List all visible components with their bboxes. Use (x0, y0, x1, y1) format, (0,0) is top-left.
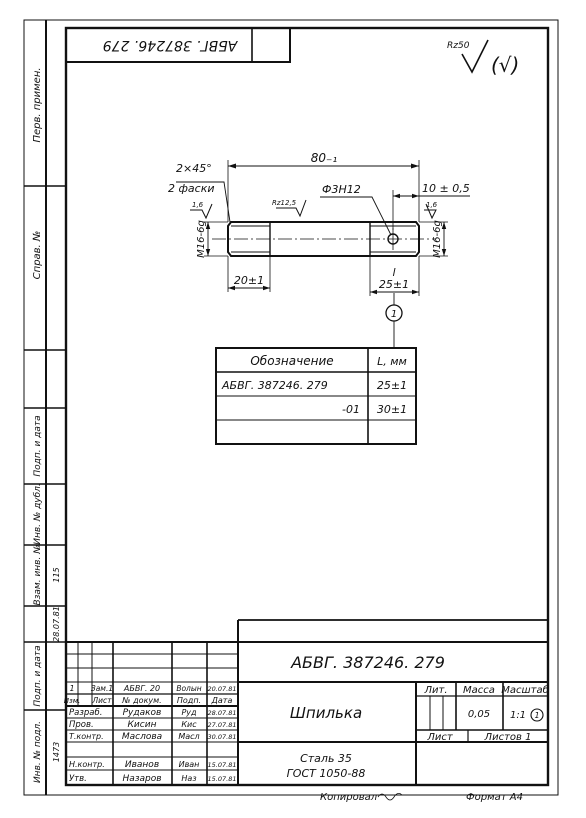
footer: Копировал Формат А4 (320, 792, 523, 803)
change-cell: АБВГ. 20 (123, 684, 160, 693)
role-name: Иванов (125, 760, 159, 770)
role-sign: Наз (181, 774, 196, 783)
copied-label: Копировал (320, 792, 378, 803)
dim-hole-offset: 10 ± 0,5 (422, 182, 470, 195)
role-sign: Руд (181, 708, 197, 717)
rotated-designation-box: АБВГ. 387246. 279 (66, 28, 291, 63)
role-label: Пров. (69, 720, 94, 730)
change-cell: 20.07.81 (208, 685, 237, 693)
table-header-designation: Обозначение (250, 354, 333, 368)
dim-thread-left: М16-6g (196, 220, 207, 258)
label-sign-date-top: Подп. и дата (33, 415, 43, 476)
dim-left-length: 20±1 (234, 274, 264, 287)
label-replace-inv: Взам. инв. № (33, 544, 43, 605)
role-sign: Кис (181, 720, 197, 729)
label-sign-date-bottom: Подп. и дата (33, 645, 43, 706)
role-rows: Разраб. Рудаков Руд 28.07.81 Пров. Кисин… (69, 708, 236, 784)
title-designation: АБВГ. 387246. 279 (290, 653, 445, 672)
role-name: Рудаков (123, 708, 162, 718)
value-mass: 0,05 (468, 709, 490, 720)
table-cell: 30±1 (377, 403, 407, 416)
role-date: 30.07.81 (208, 733, 237, 741)
title-material-1: Сталь 35 (300, 752, 352, 765)
format-label: Формат А4 (466, 792, 523, 803)
head-label: Лист (91, 696, 112, 705)
role-label: Н.контр. (69, 760, 105, 769)
role-sign: Масл (178, 732, 199, 741)
rough-right: 1,6 (426, 201, 438, 209)
dim-chamfer: 2×45° (176, 162, 212, 175)
table-cell: 25±1 (377, 379, 407, 392)
role-name: Маслова (122, 732, 162, 742)
label-sheets: Листов 1 (484, 732, 532, 743)
sheet-frame (23, 19, 559, 796)
side-strip: Перв. примен. Справ. № Подп. и дата Инв.… (24, 20, 66, 795)
dim-chamfer-count: 2 фаски (168, 182, 214, 195)
label-reference-no: Справ. № (32, 231, 43, 280)
roughness-general-mark: Rz50 (√) (447, 39, 519, 77)
head-label: Дата (211, 696, 233, 705)
variants-table: Обозначение L, мм АБВГ. 387246. 279 25±1… (215, 347, 417, 445)
value-sign-date: 28.07.81 (52, 606, 61, 642)
head-label: Подп. (177, 696, 201, 705)
label-lit: Лит. (423, 685, 447, 696)
label-mass: Масса (463, 685, 495, 696)
roughness-general-value: Rz50 (447, 41, 470, 51)
title-material-2: ГОСТ 1050-88 (287, 767, 366, 780)
value-orig-inv: 1473 (52, 742, 61, 762)
rough-mid: Rz12,5 (272, 199, 297, 207)
change-cell: 1 (69, 684, 74, 693)
head-label: № докум. (121, 696, 161, 705)
rotated-designation-text: АБВГ. 387246. 279 (103, 37, 239, 53)
role-label: Утв. (69, 774, 87, 784)
role-date: 27.07.81 (208, 721, 237, 729)
scale-callout: 1 (534, 711, 539, 720)
title-block: АБВГ. 387246. 279 Шпилька Сталь 35 ГОСТ … (64, 619, 549, 785)
role-label: Т.контр. (69, 732, 104, 741)
change-cell: Зам.1 (91, 684, 113, 693)
role-name: Кисин (128, 720, 157, 730)
label-scale: Масштаб (501, 684, 549, 696)
role-name: Назаров (122, 774, 161, 784)
role-label: Разраб. (69, 708, 102, 718)
dim-hole: Ф3Н12 (322, 183, 361, 196)
label-orig-inv: Инв. № подл. (33, 721, 43, 783)
dim-l-label: l (392, 266, 395, 279)
role-date: 15.07.81 (208, 775, 237, 783)
value-scale: 1:1 (510, 710, 526, 721)
roughness-general-other: (√) (491, 53, 519, 77)
head-label: Изм. (64, 697, 80, 705)
label-first-use: Перв. примен. (32, 67, 43, 142)
role-date: 15.07.81 (208, 761, 237, 769)
stud-drawing: 80₋₁ 2×45° 2 фаски Ф3Н12 10 ± 0,5 М16-6g… (168, 151, 470, 348)
dim-l-value: 25±1 (379, 278, 409, 291)
change-cell: Волын (176, 684, 201, 693)
table-cell: АБВГ. 387246. 279 (221, 379, 328, 392)
label-dup-inv: Инв. № дубл. (33, 483, 43, 545)
table-cell: -01 (342, 403, 360, 416)
dim-thread-right: М16-6g (432, 220, 443, 258)
callout-number: 1 (391, 309, 397, 320)
title-part-name: Шпилька (290, 704, 362, 722)
rough-left: 1,6 (192, 201, 204, 209)
table-header-length: L, мм (377, 355, 407, 368)
role-sign: Иван (179, 760, 200, 769)
value-replace-inv: 115 (52, 567, 61, 582)
role-date: 28.07.81 (208, 709, 237, 717)
dim-overall-length: 80₋₁ (311, 151, 338, 165)
label-sheet: Лист (426, 732, 454, 743)
